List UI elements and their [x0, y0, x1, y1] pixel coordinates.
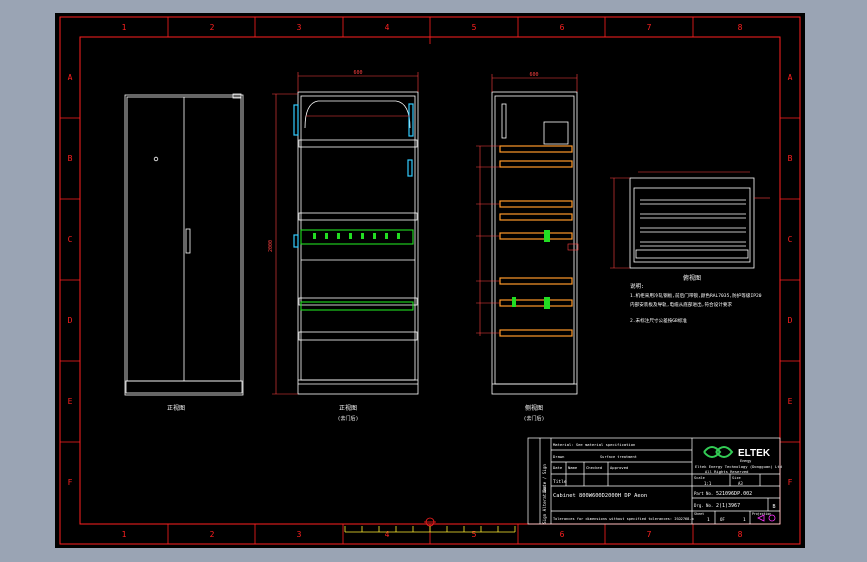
front-view-label: 正视图: [167, 404, 185, 412]
scale-value: 1:1: [704, 481, 712, 486]
sheet-label: Sheet: [694, 512, 704, 516]
eltek-logo: ELTEK Energy: [703, 446, 771, 463]
zone-row-left-f: F: [68, 478, 73, 487]
drawing-title: Cabinet 800W600D2000H DP Aeon: [553, 493, 647, 499]
zone-row-left-e: E: [68, 397, 73, 406]
internal-green-rails: [300, 229, 414, 311]
revision-date-label: Date / Sign: [542, 464, 547, 492]
drawing-number-value: 2(1)3967: [716, 503, 740, 509]
notes-heading: 说明:: [630, 282, 644, 290]
zone-row-right-a: A: [788, 73, 793, 82]
drawn-label: Drawn: [553, 454, 564, 459]
zone-row-right-b: B: [788, 154, 793, 163]
top-view-label: 俯视图: [683, 274, 701, 282]
zone-row-right-c: C: [788, 235, 793, 244]
zone-col-bottom-5: 5: [472, 530, 477, 539]
zone-col-top-4: 4: [385, 23, 390, 32]
scale-bar: [344, 526, 516, 533]
zone-col-bottom-8: 8: [738, 530, 743, 539]
logo-subtext: Energy: [740, 459, 751, 463]
zone-col-top-2: 2: [210, 23, 215, 32]
of-label: OF: [720, 517, 725, 522]
notes-line-3: 2.未标注尺寸公差按GB标准: [630, 317, 687, 324]
zone-col-bottom-3: 3: [297, 530, 302, 539]
drawing-sheet: [55, 13, 805, 548]
logo-text: ELTEK: [738, 448, 771, 459]
size-label: Size: [732, 476, 741, 480]
side-view: [491, 91, 578, 395]
centering-marks: [424, 37, 436, 527]
internal-view-sublabel: (去门后): [337, 415, 358, 422]
notes-line-1: 1.机柜采用冷轧钢板,前后门带锁,颜色RAL7035,防护等级IP20: [630, 292, 762, 299]
drawing-number-label: Drg. No.: [694, 503, 713, 508]
front-view: [124, 93, 244, 396]
approved-label: Approved: [610, 465, 628, 470]
material-label: Material: See material specification: [553, 442, 635, 447]
zone-row-right-f: F: [788, 478, 793, 487]
zone-col-bottom-2: 2: [210, 530, 215, 539]
notes-line-2: 内部安装板及导轨,电缆从底部进出,符合设计要求: [630, 301, 732, 308]
zone-col-top-8: 8: [738, 23, 743, 32]
zone-col-bottom-4: 4: [385, 530, 390, 539]
projection-symbol-icon: [757, 514, 776, 522]
title-block: [527, 437, 781, 525]
zone-col-bottom-7: 7: [647, 530, 652, 539]
zone-row-left-c: C: [68, 235, 73, 244]
zone-col-bottom-6: 6: [560, 530, 565, 539]
zone-col-top-7: 7: [647, 23, 652, 32]
zone-col-top-6: 6: [560, 23, 565, 32]
internal-cyan-parts: [293, 103, 414, 248]
internal-dimensions: [272, 72, 419, 395]
company-name: Eltek Energy Technology (Dongguan) Ltd: [695, 464, 782, 469]
name-label: Name: [568, 465, 578, 470]
side-width-dimension: 600: [529, 72, 538, 78]
zone-col-top-3: 3: [297, 23, 302, 32]
side-green-parts: [512, 230, 550, 309]
date-label: Date: [553, 465, 563, 470]
projection-label: Projection: [752, 512, 771, 516]
zone-row-left-d: D: [68, 316, 73, 325]
zone-col-bottom-1: 1: [122, 530, 127, 539]
sheet-value: 1: [707, 517, 710, 523]
zone-ticks: [60, 17, 800, 544]
part-number-label: Part No.: [694, 491, 713, 496]
internal-view-label: 正视图: [339, 404, 357, 412]
revision-value: B: [772, 504, 775, 510]
zone-row-left-b: B: [68, 154, 73, 163]
front-height-dimension: 2000: [268, 240, 274, 252]
internal-terminals: [313, 233, 400, 239]
rights-note: All Rights Reserved: [705, 469, 748, 474]
side-view-sublabel: (去门后): [523, 415, 544, 422]
tolerance-note: Tolerances for dimensions without specif…: [553, 517, 694, 521]
surface-treatment-label: Surface treatment: [600, 455, 637, 459]
title-label: Title: [553, 479, 567, 485]
side-view-label: 侧视图: [525, 404, 543, 412]
top-view-dimensions: [610, 171, 770, 269]
eltek-logo-icon: [703, 446, 734, 458]
side-dimensions: [476, 74, 579, 336]
part-number-value: 521096DP.002: [716, 491, 752, 497]
zone-row-right-d: D: [788, 316, 793, 325]
of-value: 1: [743, 517, 746, 523]
zone-row-left-a: A: [68, 73, 73, 82]
front-width-dimension: 600: [353, 70, 362, 76]
revision-alteration-label: Sign Alteration: [542, 486, 547, 524]
checked-label: Checked: [586, 465, 602, 470]
scale-label: Scale: [694, 476, 705, 480]
zone-col-top-1: 1: [122, 23, 127, 32]
zone-col-top-5: 5: [472, 23, 477, 32]
size-value: A3: [738, 481, 743, 486]
zone-row-right-e: E: [788, 397, 793, 406]
top-view: [629, 177, 755, 269]
